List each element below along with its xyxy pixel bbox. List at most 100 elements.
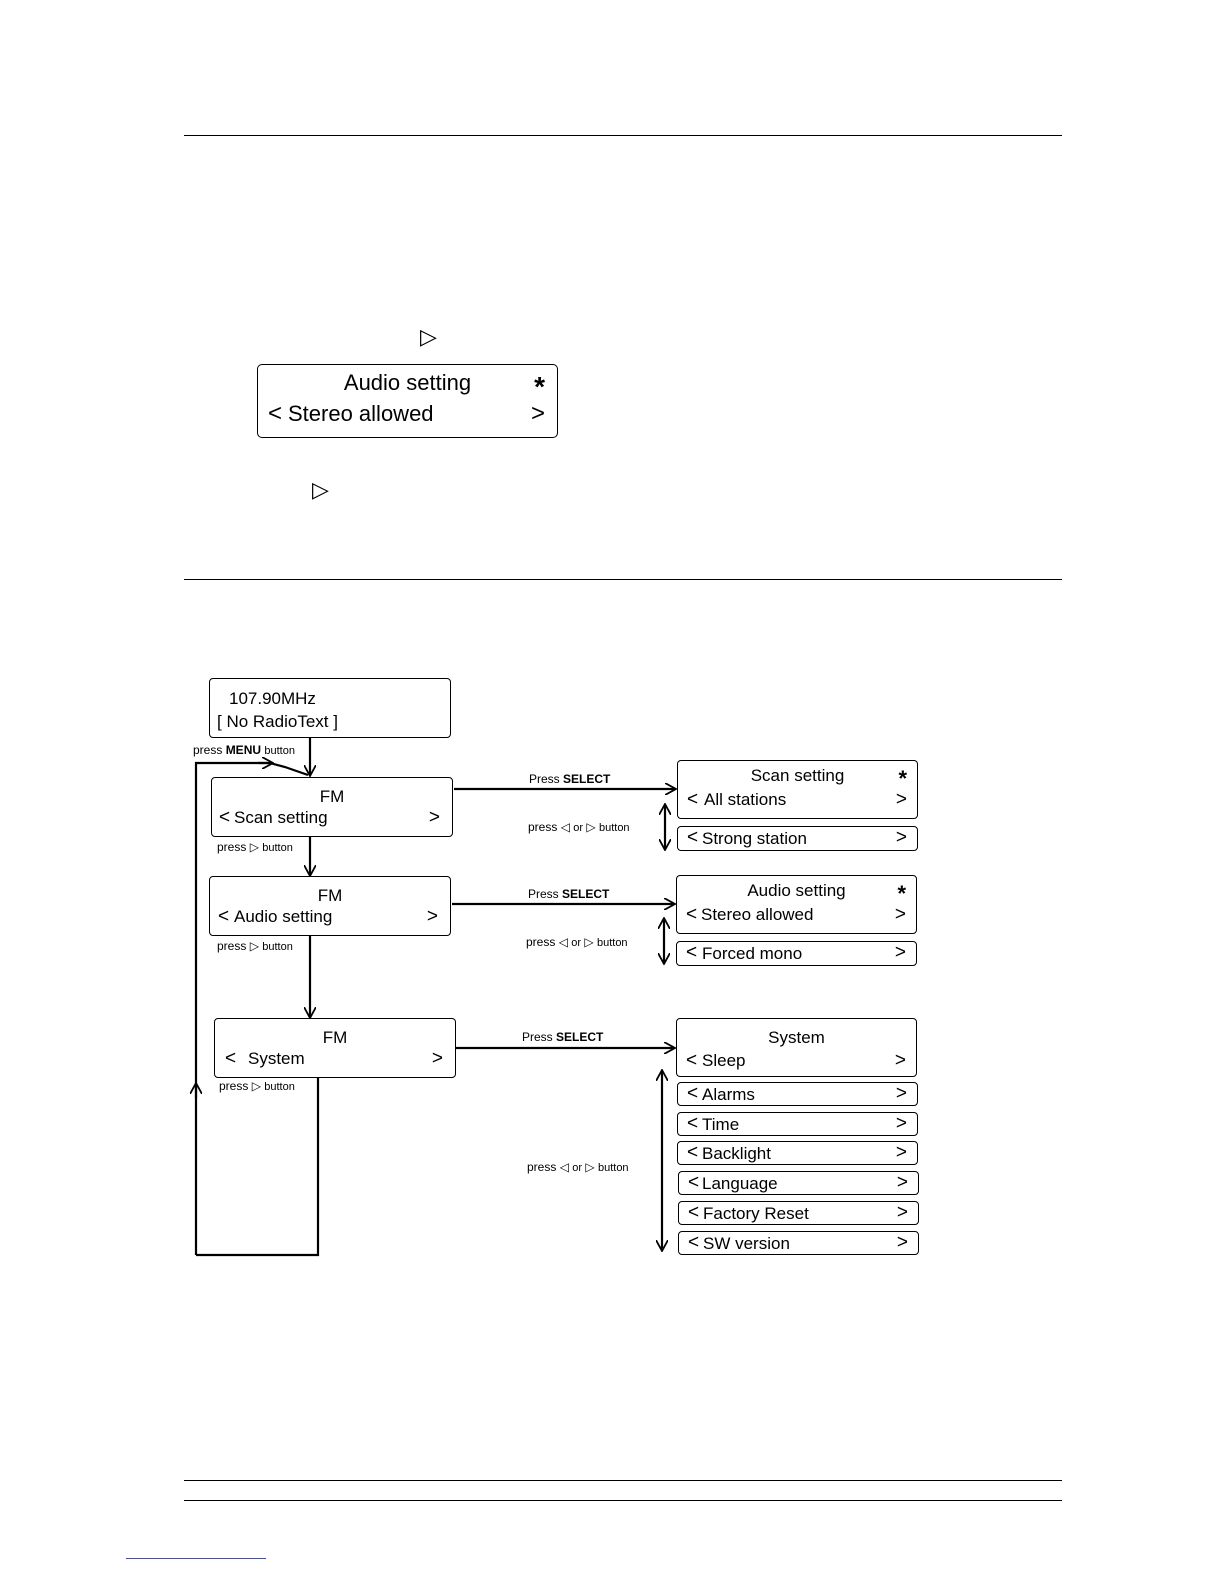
header-rule	[184, 135, 1062, 136]
right-triangle-icon: ▷	[584, 935, 594, 949]
lcd-title: FM	[319, 787, 345, 806]
press-right-label: press ▷ button	[217, 840, 293, 854]
lcd-value: Stereo allowed	[701, 905, 814, 924]
press-right-label: press ▷ button	[217, 939, 293, 953]
footer-rule-bottom	[184, 1500, 1062, 1501]
chevron-right-icon: >	[895, 1113, 907, 1134]
lcd-value: All stations	[704, 790, 787, 809]
lcd-scan-setting: Scan setting * < All stations >	[677, 760, 918, 819]
press-select-label: Press SELECT	[522, 1030, 604, 1044]
lcd-option-time: < Time >	[677, 1112, 918, 1136]
asterisk-icon: *	[897, 881, 906, 906]
lcd-option-strong-station: < Strong station >	[677, 826, 918, 851]
lcd-option-text: Time	[702, 1115, 740, 1134]
chevron-left-icon: <	[686, 1050, 698, 1071]
chevron-left-icon: <	[687, 1083, 699, 1104]
frequency-text: 107.90MHz	[229, 689, 316, 708]
chevron-left-icon: <	[688, 1172, 700, 1193]
lcd-option-text: SW version	[703, 1234, 790, 1253]
lcd-value: Sleep	[702, 1051, 746, 1070]
footer-link-underline[interactable]	[126, 1558, 266, 1559]
lcd-audio-setting: Audio setting * < Stereo allowed >	[676, 875, 917, 934]
lcd-audio-setting-example: Audio setting * < Stereo allowed >	[257, 364, 558, 438]
chevron-right-icon: >	[431, 1048, 443, 1069]
chevron-right-icon: >	[894, 1050, 906, 1071]
press-left-right-label: press ◁ or ▷ button	[528, 820, 630, 834]
chevron-left-icon: <	[688, 1202, 700, 1223]
chevron-left-icon: <	[225, 1048, 237, 1069]
lcd-title: FM	[317, 886, 343, 905]
lcd-title: Audio setting	[747, 881, 846, 900]
right-triangle-icon: ▷	[585, 1160, 595, 1174]
chevron-right-icon: >	[896, 1172, 908, 1193]
chevron-left-icon: <	[219, 807, 231, 828]
left-triangle-icon: ◁	[560, 820, 570, 834]
lcd-title: Scan setting	[750, 766, 845, 785]
press-right-label: press ▷ button	[219, 1079, 295, 1093]
lcd-value: Audio setting	[234, 907, 333, 926]
lcd-system: System < Sleep >	[676, 1018, 917, 1077]
right-triangle-icon: ▷	[249, 840, 259, 854]
right-triangle-icon: ▷	[249, 939, 259, 953]
lcd-option-text: Forced mono	[702, 944, 803, 963]
chevron-right-icon: >	[896, 1202, 908, 1223]
lcd-option-text: Strong station	[702, 829, 807, 848]
chevron-right-icon: >	[895, 827, 907, 848]
lcd-value: Scan setting	[234, 808, 328, 827]
chevron-right-icon: >	[895, 789, 907, 810]
asterisk-icon: *	[898, 766, 907, 791]
chevron-right-icon: >	[428, 807, 440, 828]
lcd-option-text: Alarms	[702, 1085, 755, 1104]
chevron-left-icon: <	[687, 789, 699, 810]
asterisk-icon: *	[534, 371, 545, 402]
right-triangle-icon: ▷	[312, 477, 329, 502]
lcd-option-forced-mono: < Forced mono >	[676, 941, 917, 966]
lcd-value: Stereo allowed	[288, 401, 434, 426]
lcd-option-text: Language	[702, 1174, 778, 1193]
chevron-left-icon: <	[687, 827, 699, 848]
chevron-right-icon: >	[426, 906, 438, 927]
right-triangle-icon: ▷	[586, 820, 596, 834]
lcd-frequency-display: 107.90MHz [ No RadioText ]	[209, 678, 451, 738]
lcd-option-backlight: < Backlight >	[677, 1141, 918, 1165]
chevron-left-icon: <	[686, 942, 698, 963]
lcd-title: FM	[322, 1028, 348, 1047]
chevron-right-icon: >	[895, 1142, 907, 1163]
chevron-right-icon: >	[894, 942, 906, 963]
lcd-fm-system: FM < System >	[214, 1018, 456, 1078]
chevron-left-icon: <	[268, 400, 283, 427]
lcd-fm-scan-setting: FM < Scan setting >	[211, 777, 453, 837]
press-menu-label: press MENU button	[193, 743, 295, 757]
press-select-label: Press SELECT	[529, 772, 611, 786]
chevron-left-icon: <	[686, 904, 698, 925]
chevron-left-icon: <	[687, 1142, 699, 1163]
lcd-option-text: Backlight	[702, 1144, 771, 1163]
lcd-option-sw-version: < SW version >	[678, 1231, 919, 1255]
lcd-title: System	[768, 1028, 825, 1047]
lcd-title: Audio setting	[343, 370, 472, 395]
right-triangle-icon: ▷	[420, 324, 437, 349]
chevron-right-icon: >	[894, 904, 906, 925]
press-select-label: Press SELECT	[528, 887, 610, 901]
chevron-left-icon: <	[218, 906, 230, 927]
lcd-value: System	[248, 1049, 305, 1068]
lcd-option-text: Factory Reset	[703, 1204, 809, 1223]
lcd-option-factory-reset: < Factory Reset >	[678, 1201, 919, 1225]
radiotext-text: [ No RadioText ]	[217, 712, 338, 731]
chevron-left-icon: <	[687, 1113, 699, 1134]
press-left-right-label: press ◁ or ▷ button	[526, 935, 628, 949]
lcd-option-language: < Language >	[678, 1171, 919, 1195]
lcd-fm-audio-setting: FM < Audio setting >	[209, 876, 451, 936]
left-triangle-icon: ◁	[558, 935, 568, 949]
right-triangle-icon: ▷	[251, 1079, 261, 1093]
chevron-left-icon: <	[688, 1232, 700, 1253]
section-rule	[184, 579, 1062, 580]
chevron-right-icon: >	[895, 1083, 907, 1104]
press-left-right-label: press ◁ or ▷ button	[527, 1160, 629, 1174]
chevron-right-icon: >	[896, 1232, 908, 1253]
chevron-right-icon: >	[530, 400, 545, 427]
footer-rule-top	[184, 1480, 1062, 1481]
lcd-option-alarms: < Alarms >	[677, 1082, 918, 1106]
left-triangle-icon: ◁	[559, 1160, 569, 1174]
